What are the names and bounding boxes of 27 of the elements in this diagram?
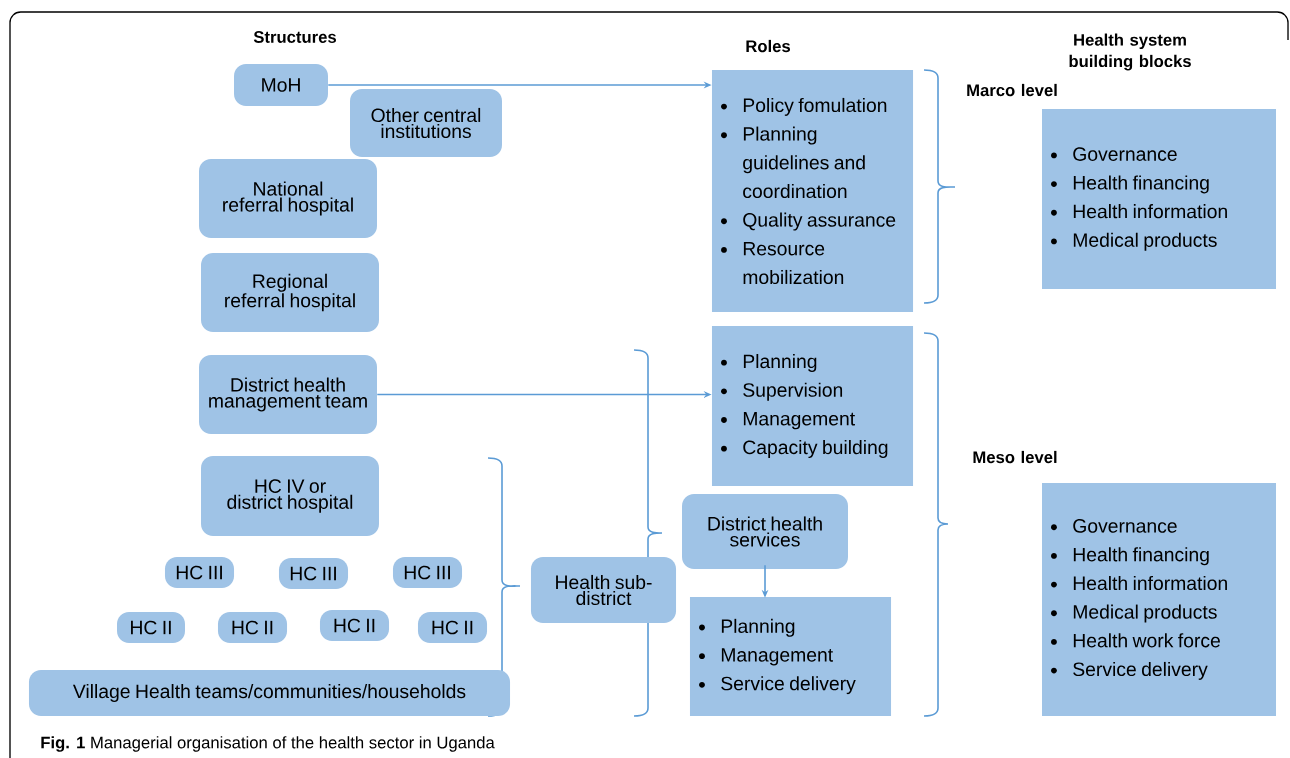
structure-box: HC III xyxy=(278,558,349,589)
heading: Meso level xyxy=(973,450,1057,464)
structure-box: Health sub-district xyxy=(530,557,677,623)
structure-box: Village Health teams/communities/households xyxy=(28,670,511,716)
structure-box: HC III xyxy=(392,557,463,588)
heading: Structures xyxy=(253,31,336,43)
caption: Fig. 1 Managerial organisation of the health sector in Uganda xyxy=(41,736,495,752)
role-list-box: Planning Supervision Management Capacity building xyxy=(711,326,914,486)
structure-box: HC III xyxy=(164,557,235,588)
structure-box: HC II xyxy=(417,612,488,643)
structure-box: HC II xyxy=(319,610,390,641)
structure-box: District health services xyxy=(682,494,848,569)
role-list-box: Policy fomulation Planning guidelines and coordination Quality assurance Resource mobilization xyxy=(711,70,914,312)
structure-box: District health management team xyxy=(199,355,377,434)
structure-box: Regional referral hospital xyxy=(201,253,379,332)
heading: Roles xyxy=(746,39,790,53)
structure-box: National referral hospital xyxy=(199,159,377,238)
heading: Health system building blocks xyxy=(1069,33,1191,71)
role-list-box: Governance Health financing Health information Medical products xyxy=(1042,109,1276,289)
heading: Marco level xyxy=(967,83,1057,97)
structure-box: MoH xyxy=(234,64,328,106)
structure-box: HC IV or district hospital xyxy=(201,456,379,536)
structure-box: Other central institutions xyxy=(350,89,502,157)
structure-box: HC II xyxy=(117,612,185,643)
role-list-box: Governance Health financing Health information Medical products Health work force Service delivery xyxy=(1042,482,1276,717)
structure-box: HC II xyxy=(217,612,288,643)
role-list-box: Planning Management Service delivery xyxy=(689,597,892,716)
